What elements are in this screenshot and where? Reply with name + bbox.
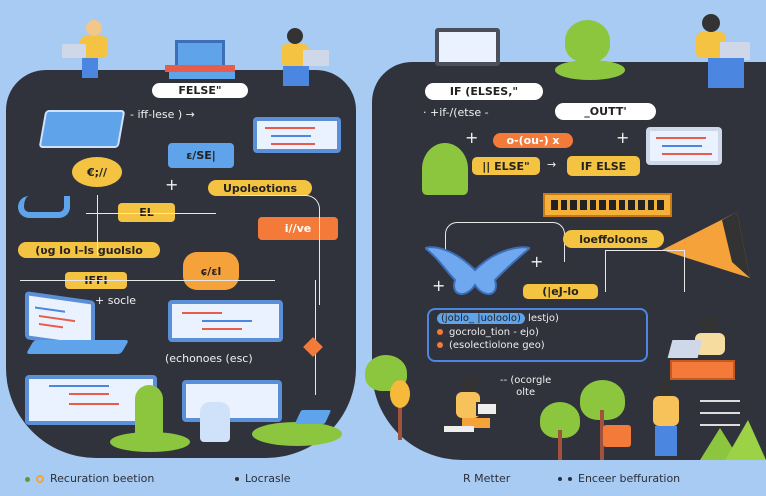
tree-top [565, 20, 610, 62]
grass-mound [110, 432, 190, 452]
bullet-icon [437, 342, 443, 348]
flow-caption-left: - iff-lese ) → [130, 108, 195, 121]
socle-label: + socle [95, 294, 137, 307]
code-box-item: (esolectiolone geo) [449, 340, 545, 351]
out-orange-pill: o-(ou-) x [493, 133, 573, 148]
curved-arrow-icon [18, 196, 70, 218]
echonoes-label: (echonoes (esc) [165, 352, 253, 365]
plus-icon: + [165, 175, 179, 194]
connector-line [86, 213, 216, 214]
person-seated-back [200, 402, 230, 442]
flow-caption-right: · +if-/(etse - [423, 106, 489, 119]
plus-icon: + [465, 128, 479, 147]
loeffoloons-pill: loeffoloons [563, 230, 664, 248]
outt-pill: _OUTT' [555, 103, 656, 120]
person-reading [440, 376, 510, 456]
pine-tree [422, 143, 468, 195]
slider-icon [700, 400, 740, 402]
monitor-top-right [253, 117, 341, 153]
felse-pill: FELSE" [152, 83, 248, 98]
circle-icon [36, 475, 44, 483]
footer-label: Locrasle [245, 472, 291, 485]
striped-bar [543, 193, 672, 217]
circle-badge: €;// [72, 157, 122, 187]
plus-icon: + [616, 128, 630, 147]
bullet-icon [25, 476, 30, 482]
else-box-right: IF ELSE [567, 156, 640, 176]
plus-icon: + [432, 276, 446, 295]
person-standing [645, 380, 685, 460]
laptop-keyboard [25, 340, 130, 354]
code-box-header: (joblo_ |uoloolo) [437, 313, 525, 324]
plus-icon: + [530, 252, 544, 271]
else-blue-box: ɛ/SE| [168, 143, 234, 168]
person-laptop-left [62, 20, 122, 80]
person-laptop-desk [665, 315, 740, 385]
bullet-icon [437, 329, 443, 335]
bullet-icon [558, 477, 562, 481]
monitor-bottom-center [182, 380, 282, 422]
connector-line [97, 195, 98, 255]
grass-mound-right [252, 422, 342, 446]
butterfly-icon [425, 246, 530, 295]
connector-line [240, 195, 320, 305]
footer-item: Enceer beffuration [558, 472, 680, 485]
code-box: (joblo_ |uoloolo) lestjo) gocrolo_tion -… [427, 308, 648, 362]
footer-item: Recuration beetion [25, 472, 154, 485]
orange-badge: ɕ/ɛl [183, 252, 239, 290]
monitor-right [646, 127, 722, 165]
slider-icon [700, 412, 740, 414]
mountains-icon [700, 420, 766, 460]
footer-item: R Metter [463, 472, 510, 485]
connector-line [315, 280, 316, 395]
ocorgle-text: -- (ocorgle olte [500, 375, 552, 398]
else-box-left: || ELSE" [472, 157, 540, 175]
upoleotions-pill: Upoleotions [208, 180, 312, 196]
footer-label: R Metter [463, 472, 511, 485]
hanging-fruit [390, 380, 410, 408]
long-yellow-pill: (ʋg lo l–ls guolslo [18, 242, 160, 258]
orange-box [603, 425, 631, 447]
bullet-icon [235, 477, 239, 481]
el-box: EL [118, 203, 175, 222]
lej-box: (|eJ-lo [523, 284, 598, 299]
person-laptop-right [688, 14, 758, 104]
pyramid-icon [662, 212, 750, 278]
monitor-center [168, 300, 283, 342]
connector-line [605, 250, 685, 292]
connector-line [20, 280, 275, 281]
bullet-icon [568, 477, 572, 481]
ilve-box: i//ve [258, 217, 338, 240]
code-box-header-suffix: lestjo) [528, 313, 559, 324]
footer-item: Locrasle [235, 472, 291, 485]
footer-label: Recuration beetion [50, 472, 155, 485]
books-laptop [165, 35, 240, 80]
person-laptop-center [275, 28, 335, 88]
arrow-right-icon: → [547, 158, 557, 171]
tree-trunk [558, 430, 562, 460]
slider-icon [700, 424, 740, 426]
monitor-top-right-panel [435, 28, 500, 66]
tree-trunk [600, 410, 604, 460]
ocorgle-label: -- (ocorgle olte [500, 375, 551, 399]
if-elses-pill: IF (ELSES," [425, 83, 543, 100]
footer-label: Enceer beffuration [578, 472, 681, 485]
grass-top [555, 60, 625, 80]
code-box-item: gocrolo_tion - ejo) [449, 327, 539, 338]
tree-trunk [398, 380, 402, 440]
keyboard-device [38, 110, 126, 148]
